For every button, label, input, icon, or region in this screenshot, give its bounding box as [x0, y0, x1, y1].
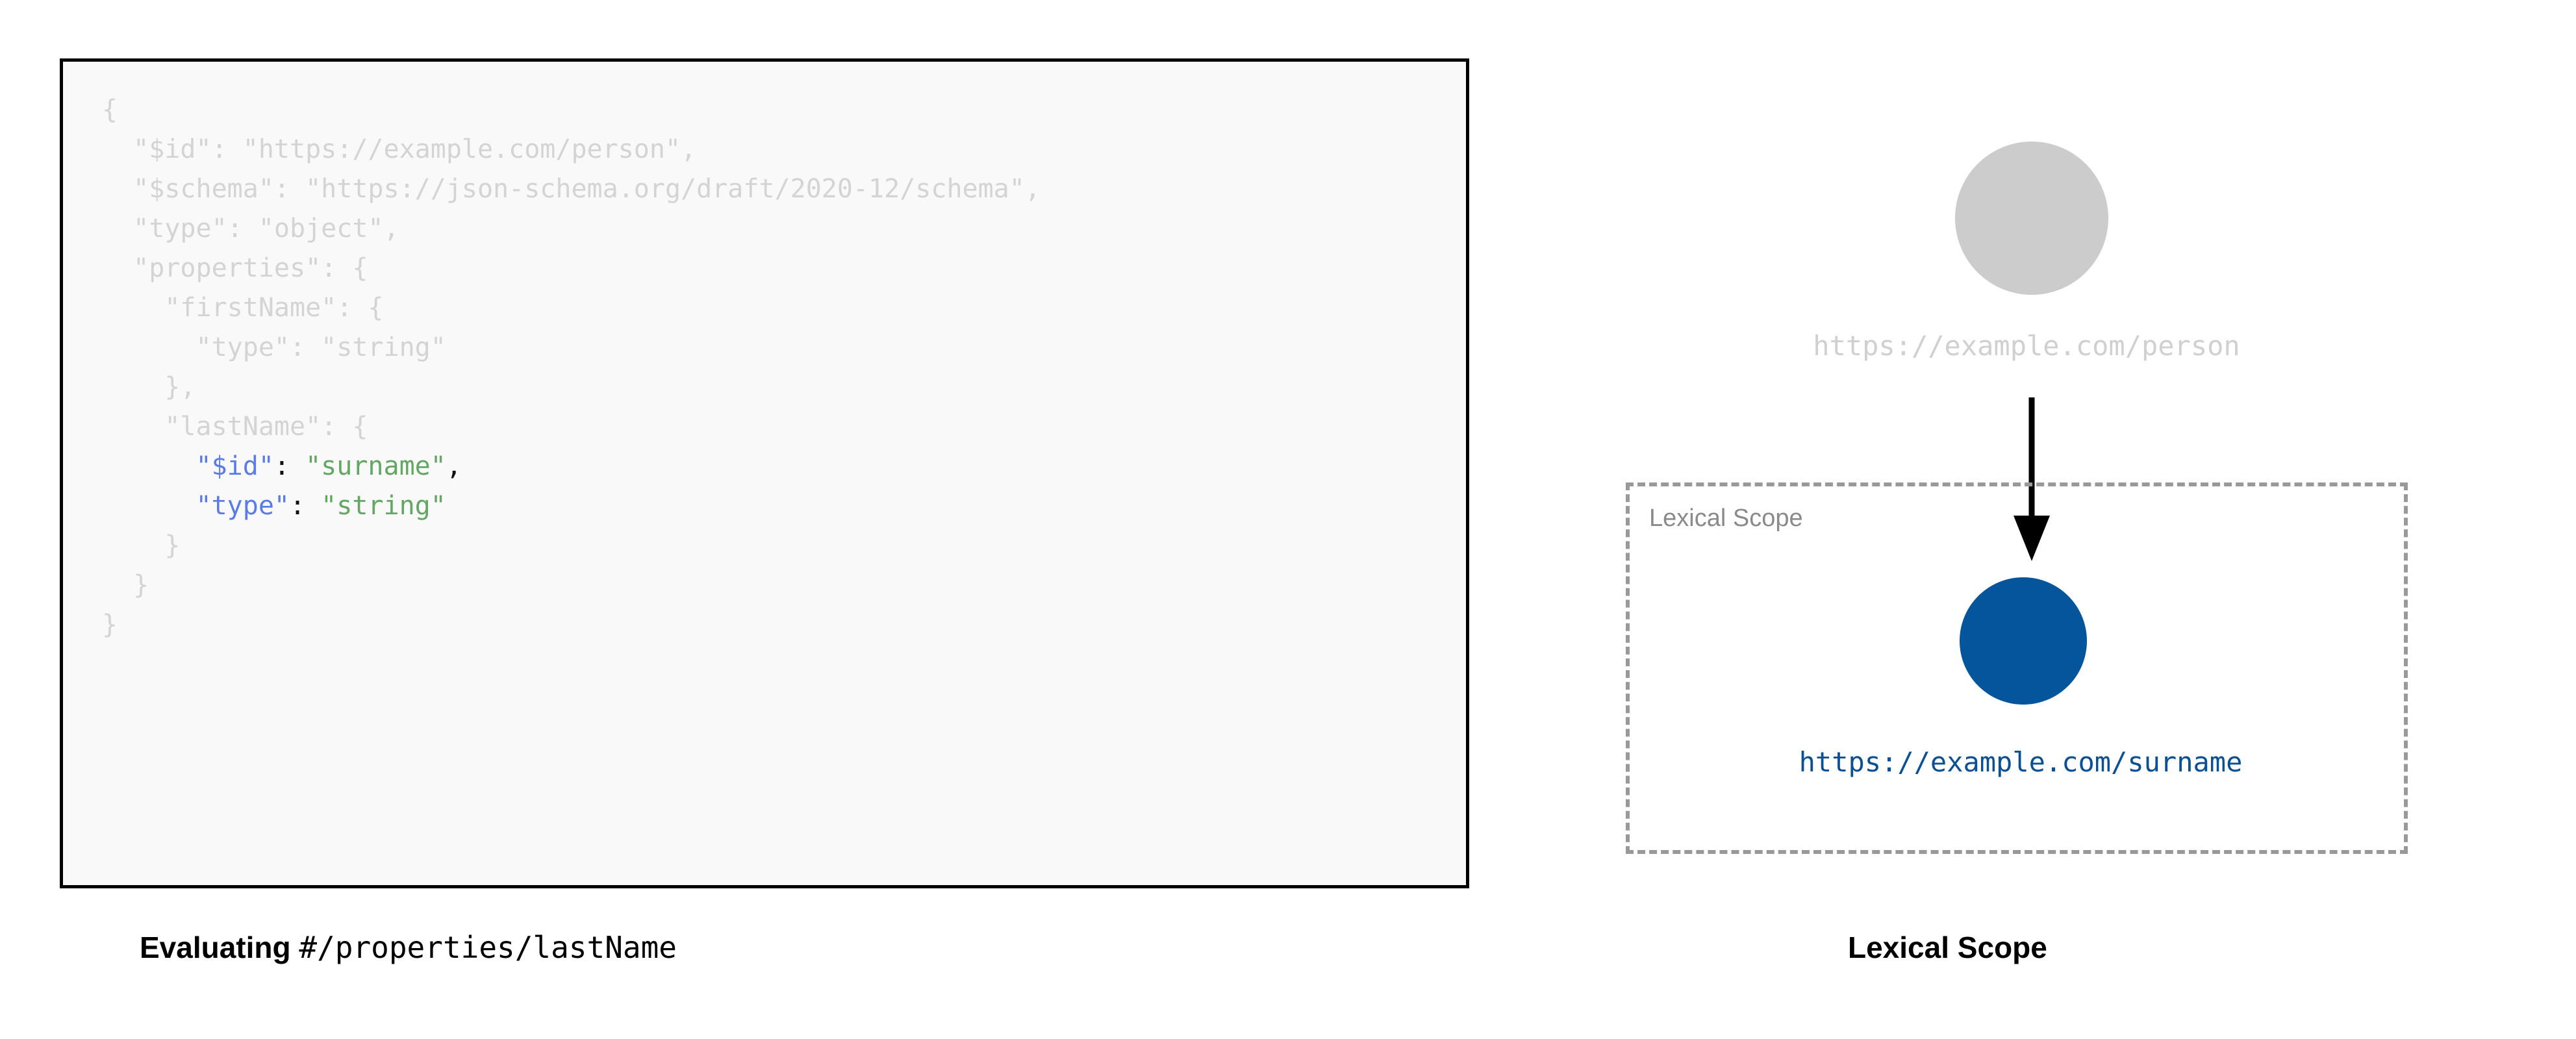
- code-token: "lastName": {: [164, 412, 368, 442]
- lexical-scope-diagram: https://example.com/person Lexical Scope…: [1572, 39, 2481, 896]
- json-schema-code-panel: { "$id": "https://example.com/person", "…: [60, 58, 1469, 888]
- code-token: "surname": [305, 451, 446, 481]
- code-token: "type": [196, 491, 290, 521]
- code-token: }: [102, 610, 118, 640]
- code-line: "type": "string": [102, 328, 1041, 368]
- lexical-scope-boundary-box: Lexical Scope https://example.com/surnam…: [1626, 482, 2408, 854]
- code-indent: [102, 491, 196, 521]
- code-token: {: [102, 95, 118, 125]
- code-indent: [102, 174, 133, 204]
- code-line: "properties": {: [102, 249, 1041, 288]
- code-token: "properties": {: [133, 253, 368, 283]
- inner-schema-node-label: https://example.com/surname: [1799, 746, 2243, 778]
- code-line: },: [102, 368, 1041, 407]
- code-token: "string": [321, 491, 446, 521]
- code-indent: [102, 332, 196, 362]
- right-caption-text: Lexical Scope: [1848, 931, 2047, 964]
- code-indent: [102, 451, 196, 481]
- code-token: ,: [446, 451, 462, 481]
- code-line: {: [102, 90, 1041, 130]
- code-line: "type": "object",: [102, 209, 1041, 249]
- code-line: }: [102, 566, 1041, 605]
- outer-schema-node-label: https://example.com/person: [1813, 330, 2240, 362]
- code-line: "$schema": "https://json-schema.org/draf…: [102, 169, 1041, 209]
- code-token: "$id": "https://example.com/person",: [133, 134, 697, 164]
- left-caption-prefix: Evaluating: [140, 931, 291, 964]
- code-indent: [102, 372, 164, 402]
- code-line: }: [102, 526, 1041, 566]
- code-indent: [102, 412, 164, 442]
- left-caption-pointer: #/properties/lastName: [299, 930, 677, 965]
- code-token: :: [290, 491, 322, 521]
- code-token: "type": "object",: [133, 214, 399, 244]
- code-token: }: [164, 531, 181, 560]
- outer-schema-node-circle: [1955, 142, 2108, 295]
- left-caption: Evaluating #/properties/lastName: [140, 930, 677, 965]
- code-indent: [102, 531, 164, 560]
- downward-arrow-icon: [2014, 397, 2050, 561]
- code-indent: [102, 570, 133, 600]
- code-token: "type": "string": [196, 332, 446, 362]
- code-token: },: [164, 372, 196, 402]
- code-line: "firstName": {: [102, 288, 1041, 328]
- code-token: }: [133, 570, 149, 600]
- inner-schema-node-circle: [1960, 577, 2087, 705]
- code-token: "firstName": {: [164, 293, 384, 323]
- json-schema-code-block: { "$id": "https://example.com/person", "…: [102, 90, 1041, 645]
- lexical-scope-box-label: Lexical Scope: [1649, 505, 1803, 532]
- code-indent: [102, 293, 164, 323]
- code-indent: [102, 214, 133, 244]
- code-indent: [102, 253, 133, 283]
- code-indent: [102, 134, 133, 164]
- code-line: "type": "string": [102, 486, 1041, 526]
- code-line: }: [102, 605, 1041, 645]
- code-line: "$id": "surname",: [102, 447, 1041, 486]
- code-token: "$schema": "https://json-schema.org/draf…: [133, 174, 1041, 204]
- code-token: "$id": [196, 451, 274, 481]
- code-line: "lastName": {: [102, 407, 1041, 447]
- code-line: "$id": "https://example.com/person",: [102, 130, 1041, 169]
- code-token: :: [273, 451, 306, 481]
- right-caption: Lexical Scope: [1848, 930, 2047, 965]
